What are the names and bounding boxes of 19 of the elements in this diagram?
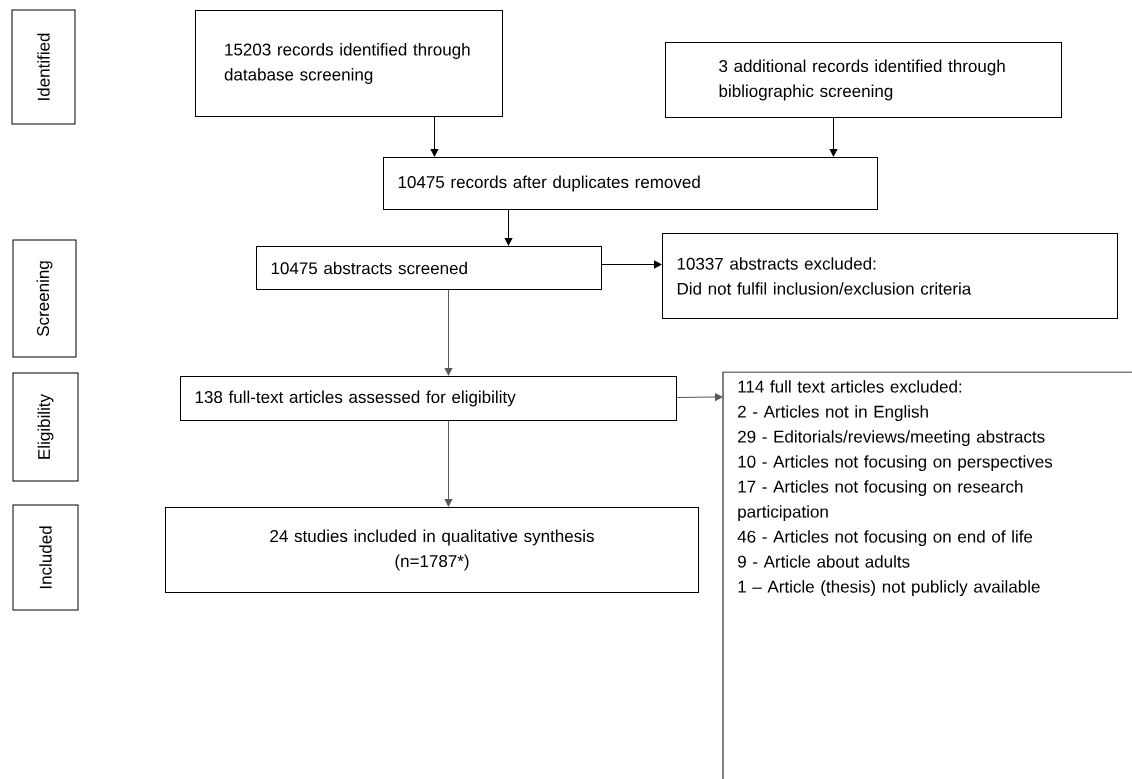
arrow: [430, 116, 439, 157]
exclusion-box: 114 full text articles excluded: 2 - Articles not in English 29 - Editorials/reviews/meeting abstracts 10 - Articles not focusing on perspectives 17 - Articles not focusing on research participation 46 - Articles not focusing on end of life 9 - Article about adults 1 – Article (thesis) not publicly available: [722, 371, 1132, 779]
stage-label: Screening: [12, 239, 77, 358]
arrow: [829, 117, 838, 157]
process-box: 138 full-text articles assessed for eligibility: [180, 376, 677, 421]
arrow: [601, 260, 662, 269]
process-box: 3 additional records identified through bibliographic screening: [665, 42, 1062, 118]
arrow: [676, 393, 723, 401]
stage-label: Identified: [11, 9, 76, 125]
process-box: 10475 records after duplicates removed: [383, 157, 878, 210]
stage-label: Eligibility: [12, 372, 79, 482]
arrow: [504, 209, 513, 246]
stage-label: Included: [12, 504, 79, 611]
process-box: 10337 abstracts excluded: Did not fulfil inclusion/exclusion criteria: [662, 233, 1118, 319]
arrow: [444, 289, 453, 376]
arrow: [444, 420, 453, 507]
process-box: 10475 abstracts screened: [256, 246, 602, 290]
process-box: 24 studies included in qualitative synthesis (n=1787*): [165, 507, 699, 593]
process-box: 15203 records identified through database screening: [195, 10, 503, 117]
